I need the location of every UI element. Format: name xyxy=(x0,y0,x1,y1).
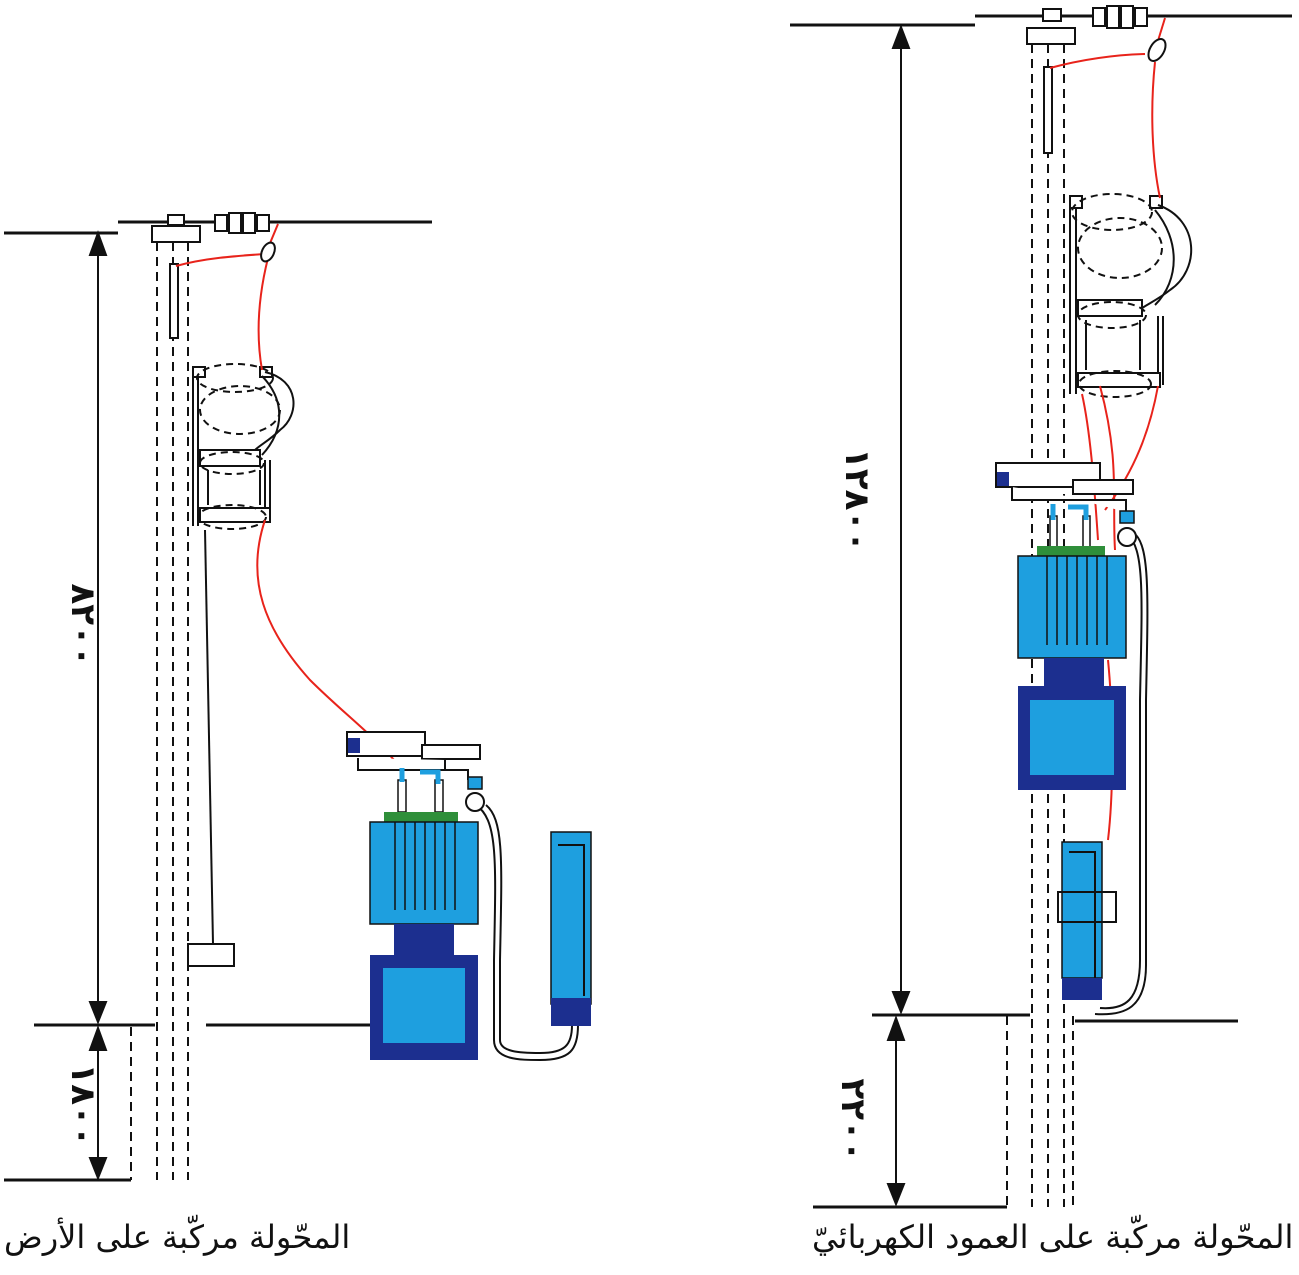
line-insulator xyxy=(214,212,270,234)
pole xyxy=(130,242,189,1180)
oil-indicator xyxy=(467,776,483,790)
dimension-label-upper: ٨٢٠٠ xyxy=(63,583,103,666)
caption-pole-mounted: المحّولة مركّبة على العمود الكهربائيّ xyxy=(812,1218,1294,1256)
bushings xyxy=(1049,515,1091,549)
gauge xyxy=(1117,527,1137,547)
pole-cap-bolt xyxy=(1042,8,1062,22)
caption-ground-mounted: المحّولة مركّبة على الأرض xyxy=(4,1218,351,1256)
transformer xyxy=(346,731,579,1062)
ground-level-line xyxy=(4,1023,370,1182)
fuse-cutout-assembly xyxy=(1069,193,1193,398)
conductor-connector xyxy=(1147,38,1167,62)
transformer xyxy=(995,462,1149,1016)
terminal-strip xyxy=(384,812,458,822)
dimension-label-lower: ١٨٠٠ xyxy=(63,1063,103,1146)
pole-cap xyxy=(151,225,201,243)
line-insulator xyxy=(1092,5,1148,29)
transformer-neck xyxy=(394,924,454,956)
pole-cap-bolt xyxy=(167,214,185,226)
transformer-tank xyxy=(369,821,479,925)
conductor xyxy=(175,223,403,771)
pole-mounted-diagram: ١٢٨٠٠ ٢٢٠٠ xyxy=(790,5,1292,1209)
terminal-strip xyxy=(1037,546,1105,556)
pole-cap xyxy=(1026,27,1076,45)
ground-mounted-diagram: ٨٢٠٠ ١٨٠٠ xyxy=(4,212,592,1182)
ground-wire xyxy=(204,529,214,945)
dimension-label-lower: ٢٢٠٠ xyxy=(833,1078,873,1161)
fuse-cutout-assembly xyxy=(192,363,295,530)
distribution-cabinet xyxy=(550,831,592,1026)
oil-indicator xyxy=(1119,510,1135,524)
dimension-label-upper: ١٢٨٠٠ xyxy=(837,448,877,552)
bushings xyxy=(397,779,444,813)
breather xyxy=(997,472,1009,486)
surge-arrester xyxy=(1043,66,1053,154)
transformer-tank xyxy=(1017,555,1127,659)
pole xyxy=(1006,44,1074,1207)
distribution-cabinet xyxy=(1057,841,1117,1000)
cable-loop xyxy=(475,804,579,1062)
dimension-lines xyxy=(88,230,108,1181)
ground-level-line xyxy=(813,1013,1238,1209)
dimension-lines xyxy=(886,24,911,1207)
transformer-neck xyxy=(1044,658,1104,688)
gauge xyxy=(465,792,485,812)
ground-plate xyxy=(187,943,235,967)
breather xyxy=(348,738,360,753)
conductor-connector xyxy=(260,241,276,263)
surge-arrester xyxy=(169,263,179,339)
cable-loop xyxy=(1099,534,1143,1010)
